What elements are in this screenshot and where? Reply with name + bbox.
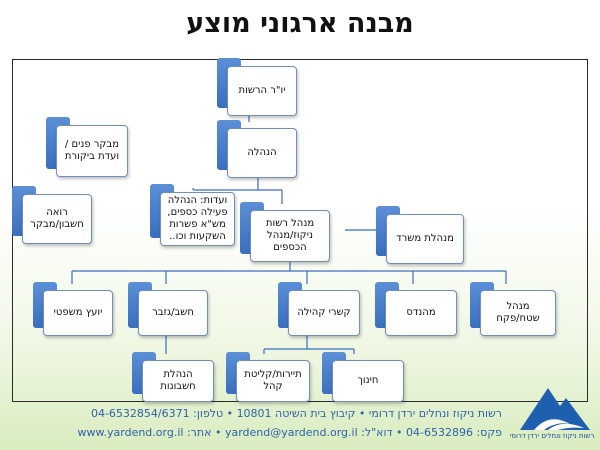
node-tourism: תיירות/קליטת קהל	[226, 352, 310, 402]
node-label: תיירות/קליטת קהל	[244, 369, 302, 392]
node-treasurer: חשב/גזבר	[128, 282, 208, 336]
logo-text: רשות ניקוז ונחלים ירדן דרומי	[509, 432, 595, 440]
page-title: מבנה ארגוני מוצע	[186, 8, 414, 39]
node-label: רואה חשבון/מבקר	[30, 207, 84, 230]
node-education: חינוך	[322, 352, 404, 402]
node-label: מבקר פנים / ועדת ביקורת	[64, 139, 120, 162]
node-label: הנהלה	[247, 147, 277, 158]
node-field-manager: מנהל שטח/פקח	[470, 282, 556, 336]
node-label: חינוך	[357, 375, 379, 386]
node-label: חשב/גזבר	[152, 307, 194, 318]
node-accounting-manager: הנהלת חשבונות	[132, 352, 214, 402]
node-chairman: יו"ר הרשות	[217, 58, 297, 116]
organization-logo	[520, 388, 590, 430]
node-director: מנהל רשות ניקוז/מנהל הכספים	[240, 202, 330, 262]
node-accountant-auditor: רואה חשבון/מבקר	[12, 186, 92, 244]
node-label: מנהלת משרד	[396, 233, 454, 244]
node-internal-auditor: מבקר פנים / ועדת ביקורת	[46, 117, 128, 177]
footer-web-line: פקס: 04-6532896 • דוא"ל: yardend@yardend…	[77, 426, 502, 439]
node-label: מהנדס	[406, 307, 436, 318]
node-engineer: מהנדס	[375, 282, 457, 336]
footer-contact: רשות ניקוז ונחלים ירדן דרומי • קיבוץ בית…	[0, 405, 600, 450]
node-label: הנהלת חשבונות	[160, 369, 196, 392]
node-management: הנהלה	[217, 120, 297, 178]
node-community-relations: קשרי קהילה	[278, 282, 360, 336]
node-office-manager: מנהלת משרד	[376, 206, 464, 264]
node-committees: ועדות: הנהלה פעילה כספים, מש"א פשרות השק…	[150, 184, 235, 246]
node-label: יועץ משפטי	[53, 307, 103, 318]
footer-address-line: רשות ניקוז ונחלים ירדן דרומי • קיבוץ בית…	[90, 407, 502, 420]
node-label: קשרי קהילה	[297, 307, 351, 318]
node-label: מנהל שטח/פקח	[496, 301, 540, 324]
node-label: ועדות: הנהלה פעילה כספים, מש"א פשרות השק…	[167, 195, 228, 242]
node-legal-advisor: יועץ משפטי	[33, 282, 113, 336]
node-label: מנהל רשות ניקוז/מנהל הכספים	[265, 218, 315, 253]
node-label: יו"ר הרשות	[238, 85, 286, 96]
